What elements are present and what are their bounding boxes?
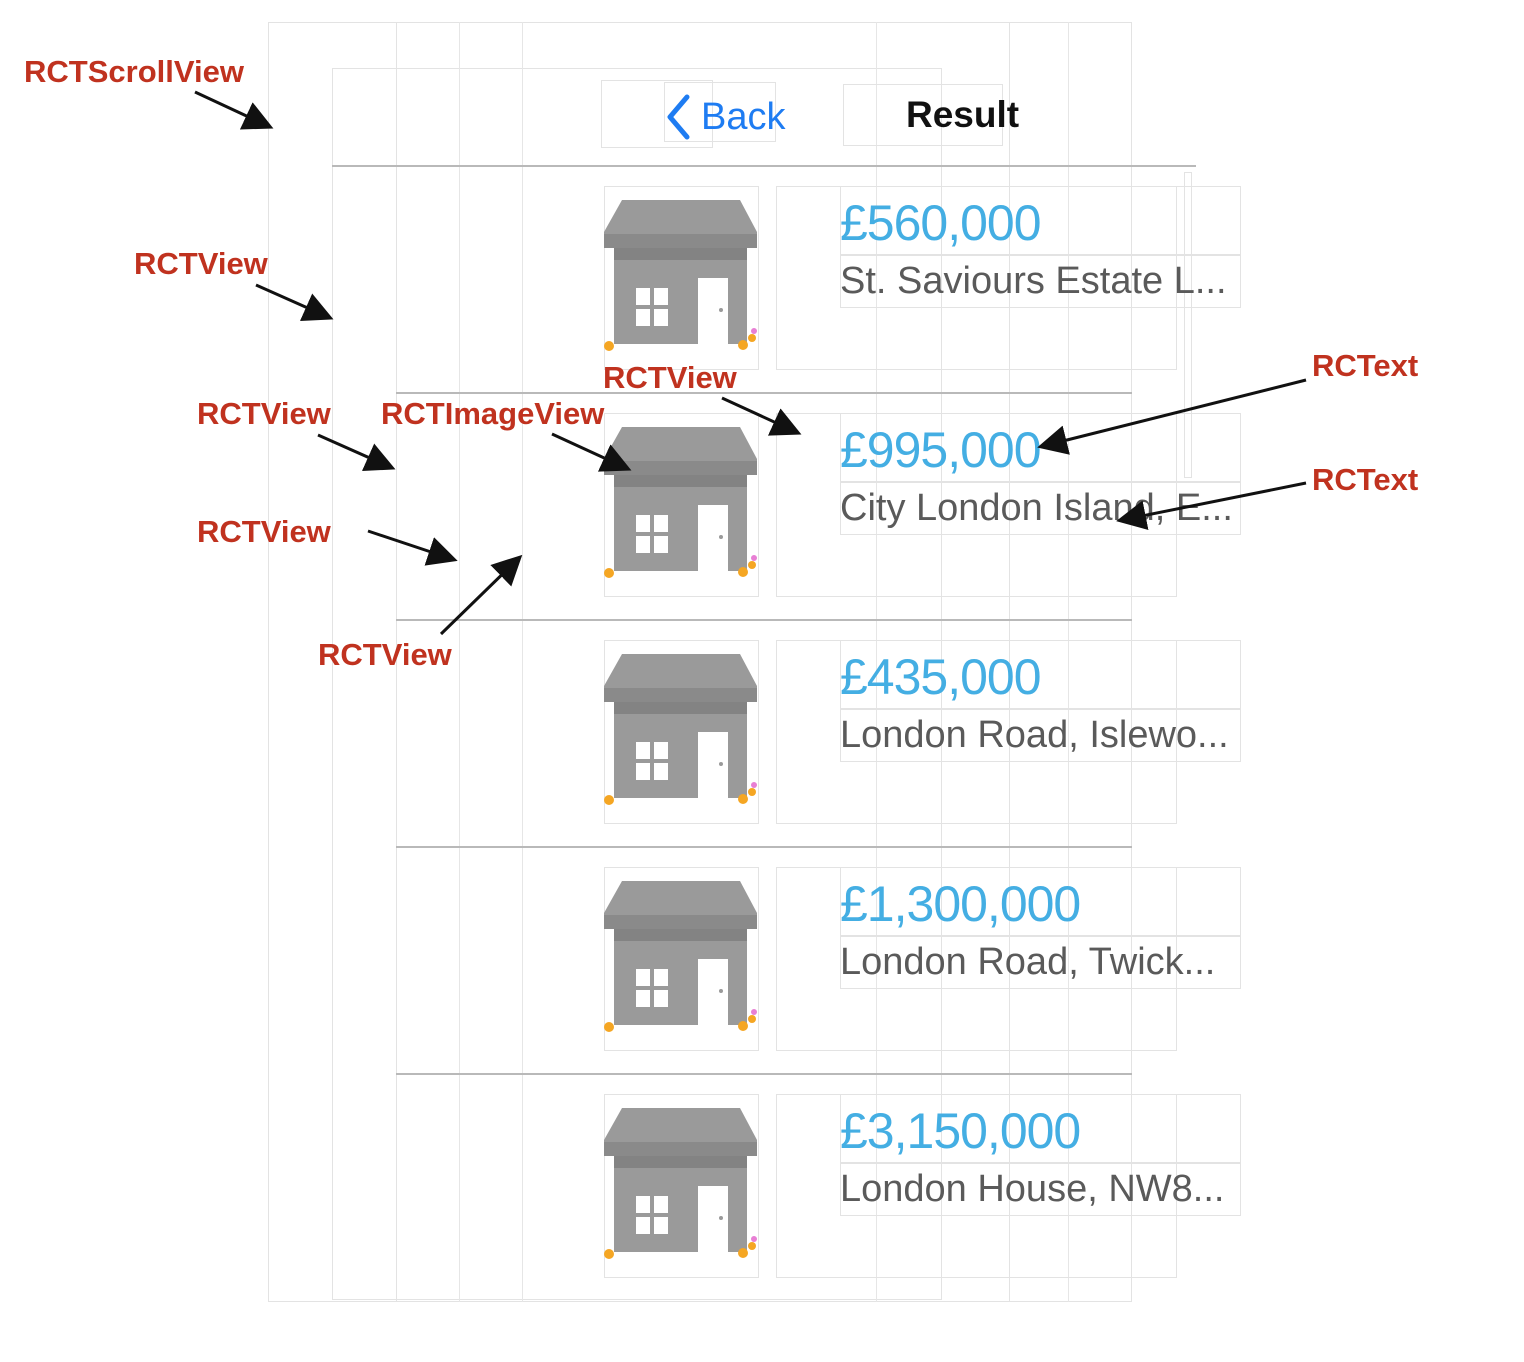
thumb-frame — [604, 413, 759, 597]
annotation-text-1: RCText — [1312, 348, 1419, 383]
price-frame — [840, 867, 1241, 937]
house-icon — [604, 1108, 757, 1259]
listing-address: London Road, Twick... — [840, 941, 1216, 983]
row-divider — [396, 619, 1132, 621]
title-frame — [843, 84, 1003, 146]
frame-guide — [1068, 22, 1069, 1302]
arrow-view-5 — [439, 554, 523, 636]
listing-address: London House, NW8... — [840, 1168, 1225, 1210]
back-label: Back — [701, 95, 786, 138]
container-view-frame — [396, 22, 1010, 1302]
row-divider — [396, 392, 1132, 394]
annotation-view-3: RCTView — [197, 396, 331, 431]
listing-row[interactable]: £995,000 City London Island, E... — [396, 393, 1241, 621]
listing-row[interactable]: £3,150,000 London House, NW8... — [396, 1074, 1241, 1302]
price-frame — [840, 413, 1241, 483]
address-frame — [840, 708, 1241, 762]
listing-address: St. Saviours Estate L... — [840, 260, 1227, 302]
house-icon — [604, 427, 757, 578]
scroll-indicator-frame — [1184, 172, 1192, 478]
thumb-frame — [604, 186, 759, 370]
arrow-text-1 — [1037, 378, 1307, 455]
arrow-view-3 — [317, 433, 396, 471]
address-frame — [840, 1162, 1241, 1216]
arrow-image-view — [551, 432, 632, 472]
listing-address: London Road, Islewo... — [840, 714, 1229, 756]
address-frame — [840, 481, 1241, 535]
nav-bar-divider — [332, 165, 1196, 167]
arrow-view-2 — [721, 396, 802, 436]
annotation-view-5: RCTView — [318, 637, 452, 672]
listing-price: £560,000 — [840, 195, 1042, 251]
listing-address: City London Island, E... — [840, 487, 1233, 529]
listing-row[interactable]: £435,000 London Road, Islewo... — [396, 620, 1241, 848]
annotation-image-view: RCTImageView — [381, 396, 605, 431]
arrow-scroll-view — [194, 90, 274, 130]
back-button[interactable]: Back — [665, 92, 785, 142]
root-view-frame — [332, 68, 942, 1300]
arrow-view-1 — [255, 283, 334, 321]
listing-price: £3,150,000 — [840, 1103, 1081, 1159]
annotation-text-2: RCText — [1312, 462, 1419, 497]
price-frame — [840, 640, 1241, 710]
thumb-frame — [604, 867, 759, 1051]
listing-row[interactable]: £560,000 St. Saviours Estate L... — [396, 166, 1241, 394]
annotation-view-2: RCTView — [603, 360, 737, 395]
frame-guide — [876, 22, 877, 1302]
listing-row[interactable]: £1,300,000 London Road, Twick... — [396, 847, 1241, 1075]
arrow-view-4 — [367, 529, 458, 566]
listing-price: £1,300,000 — [840, 876, 1081, 932]
back-button-frame — [601, 80, 713, 148]
back-label-frame — [664, 82, 776, 142]
price-frame — [840, 186, 1241, 256]
thumb-frame — [604, 640, 759, 824]
address-frame — [840, 935, 1241, 989]
house-icon — [604, 654, 757, 805]
chevron-left-icon — [667, 94, 690, 140]
price-frame — [840, 1094, 1241, 1164]
frame-guide — [459, 22, 460, 1302]
row-divider — [396, 846, 1132, 848]
house-icon — [604, 881, 757, 1032]
listing-price: £995,000 — [840, 422, 1042, 478]
row-divider — [396, 1073, 1132, 1075]
annotation-view-1: RCTView — [134, 246, 268, 281]
annotation-view-4: RCTView — [197, 514, 331, 549]
listing-price: £435,000 — [840, 649, 1042, 705]
address-frame — [840, 254, 1241, 308]
thumb-frame — [604, 1094, 759, 1278]
annotation-scroll-view: RCTScrollView — [24, 54, 244, 89]
house-icon — [604, 200, 757, 351]
arrow-text-2 — [1116, 481, 1307, 530]
page-title: Result — [906, 94, 1020, 135]
frame-guide — [522, 22, 523, 1302]
